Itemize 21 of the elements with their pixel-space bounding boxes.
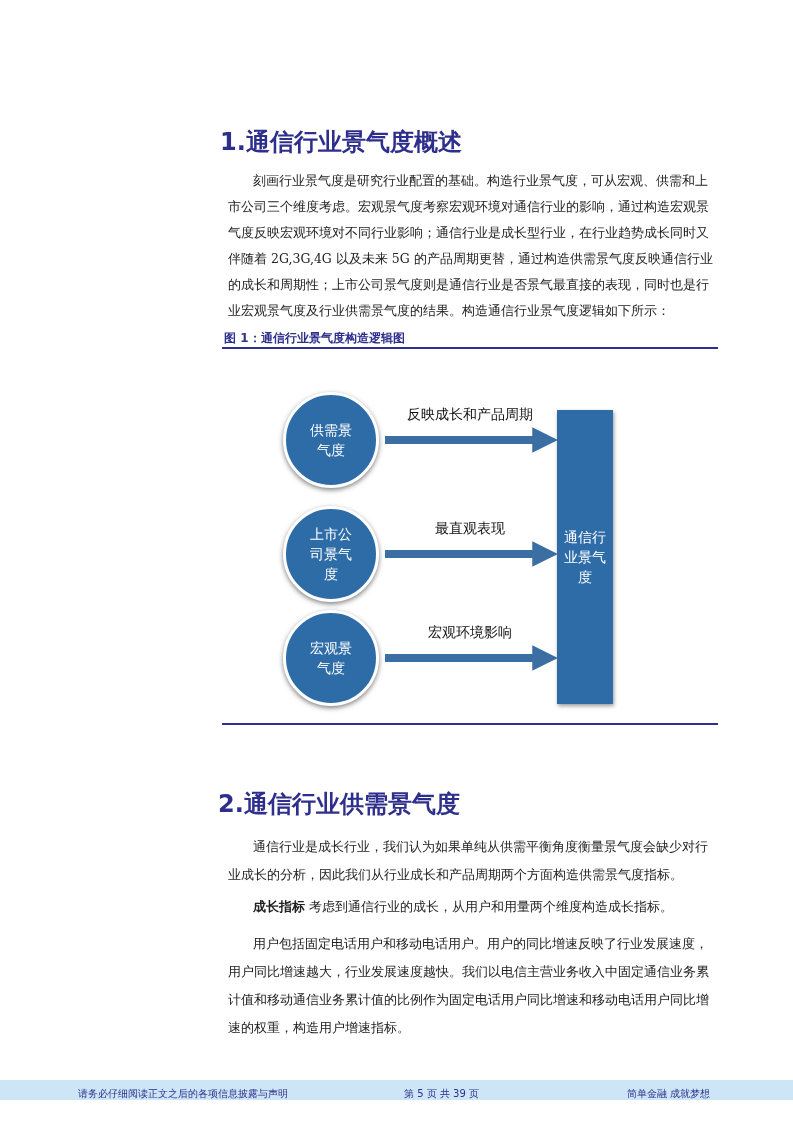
footer-note: 请务必仔细阅读正文之后的各项信息披露与声明	[78, 1087, 288, 1101]
figure-caption: 图 1：通信行业景气度构造逻辑图	[224, 330, 405, 347]
indicator-circle	[283, 392, 379, 488]
section-heading: 2.通信行业供需景气度	[218, 789, 460, 820]
industry-bar	[557, 410, 613, 704]
section-heading: 1.通信行业景气度概述	[220, 127, 462, 158]
body-paragraph: 成长指标 考虑到通信行业的成长，从用户和用量两个维度构造成长指标。	[252, 898, 674, 916]
indicator-circle	[283, 610, 379, 706]
circle-label: 宏观景气度	[309, 639, 353, 678]
body-paragraph: 通信行业是成长行业，我们认为如果单纯从供需平衡角度衡量景气度会缺少对行业成长的分析，因此我们从行业成长和产品周期两个方面构造供需景气度指标。	[228, 838, 709, 884]
body-paragraph: 刻画行业景气度是研究行业配置的基础。构造行业景气度，可从宏观、供需和上市公司三个维度考虑。宏观景气度考察宏观环境对通信行业的影响，通过构造宏观景气度反映宏观环境对不同行业影响；通信行业是成长型行业，在行业趋势成长同时又伴随着 2G,3G,4G 以及未来 5G 的产品周期更替，通过构造供需景气度反映通信行业的成长和周期性；上市公司景气度则是通信行业是否景气最直接的表现，同时也是行业宏观景气度及行业供需景气度的结果。构造通信行业景气度逻辑如下所示：	[228, 172, 714, 320]
page-number: 第 5 页 共 39 页	[404, 1087, 479, 1101]
indicator-circle	[283, 506, 379, 602]
body-paragraph: 用户包括固定电话用户和移动电话用户。用户的同比增速反映了行业发展速度，用户同比增速越大，行业发展速度越快。我们以电信主营业务收入中固定通信业务累计值和移动通信业务累计值的比例作为固定电话用户同比增速和移动电话用户同比增速的权重，构造用户增速指标。	[228, 935, 710, 1037]
circle-label: 上市公司景气度	[309, 525, 353, 584]
bar-label: 通信行业景气度	[563, 528, 607, 587]
edge-label: 反映成长和产品周期	[407, 406, 533, 424]
edge-label: 宏观环境影响	[428, 624, 512, 642]
edge-label: 最直观表现	[435, 520, 505, 538]
circle-label: 供需景气度	[309, 421, 353, 460]
footer-slogan: 简单金融 成就梦想	[627, 1087, 711, 1101]
